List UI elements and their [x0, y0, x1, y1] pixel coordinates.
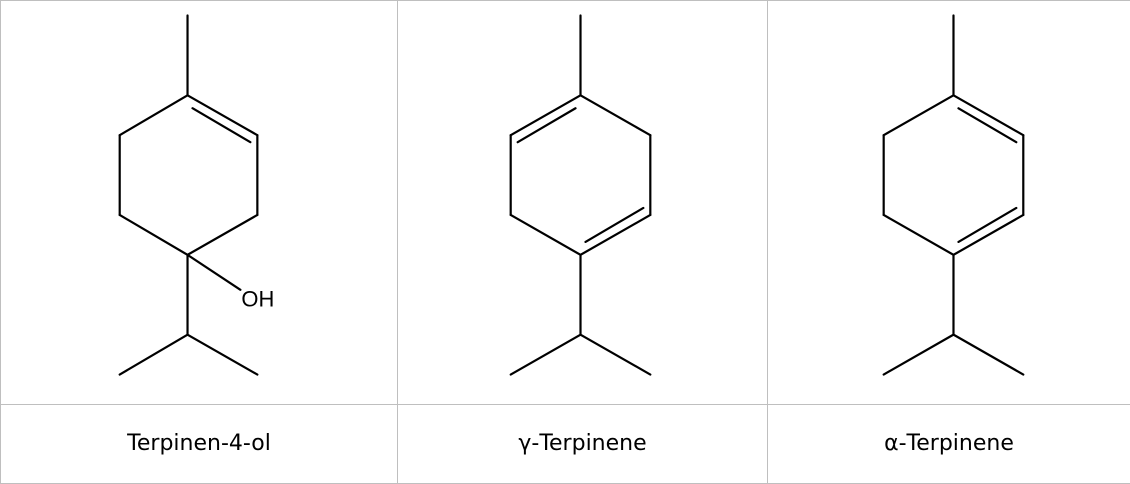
bond-ring-4: [579, 214, 652, 257]
bond-ring-6: [186, 94, 259, 137]
bond-ring-4: [952, 214, 1025, 257]
bond-isopropyl-right: [186, 333, 259, 377]
bond-ring-1: [882, 94, 955, 137]
bond-ring-3: [118, 214, 189, 257]
label-gamma-terpinene: γ-Terpinene: [397, 403, 768, 484]
bond-double-bottom: [957, 207, 1018, 244]
bond-ring-6: [952, 94, 1025, 137]
bond-double-inner: [191, 107, 252, 144]
label-terpinen-4-ol: Terpinen-4-ol: [0, 403, 398, 484]
terpinen-4-ol-structure: OH: [118, 14, 274, 377]
bond-isopropyl-right: [952, 333, 1025, 377]
label-row: Terpinen-4-ol γ-Terpinene α-Terpinene: [0, 403, 1130, 484]
bond-ring-3: [509, 214, 582, 257]
bond-double-top: [516, 107, 577, 144]
structure-cell-terpinen-4-ol: OH: [0, 0, 398, 405]
bond-ring-4: [186, 214, 259, 257]
bond-double-bottom: [584, 207, 645, 244]
hydroxyl-label: OH: [241, 287, 274, 312]
bond-isopropyl-right: [579, 333, 652, 377]
gamma-terpinene-structure: [509, 14, 652, 377]
bond-ring-3: [882, 214, 955, 257]
bond-ring-1: [509, 94, 582, 137]
structure-cell-alpha-terpinene: [767, 0, 1130, 405]
bond-ring-1: [118, 94, 189, 137]
bond-isopropyl-left: [882, 333, 955, 377]
bond-isopropyl-left: [118, 333, 189, 377]
structure-row: OH: [0, 0, 1130, 405]
bond-double-top: [957, 107, 1018, 144]
bond-ring-6: [579, 94, 652, 137]
alpha-terpinene-structure: [882, 14, 1025, 377]
bond-isopropyl-left: [509, 333, 582, 377]
label-alpha-terpinene: α-Terpinene: [767, 403, 1130, 484]
bond-oh: [186, 254, 242, 292]
structure-cell-gamma-terpinene: [397, 0, 768, 405]
